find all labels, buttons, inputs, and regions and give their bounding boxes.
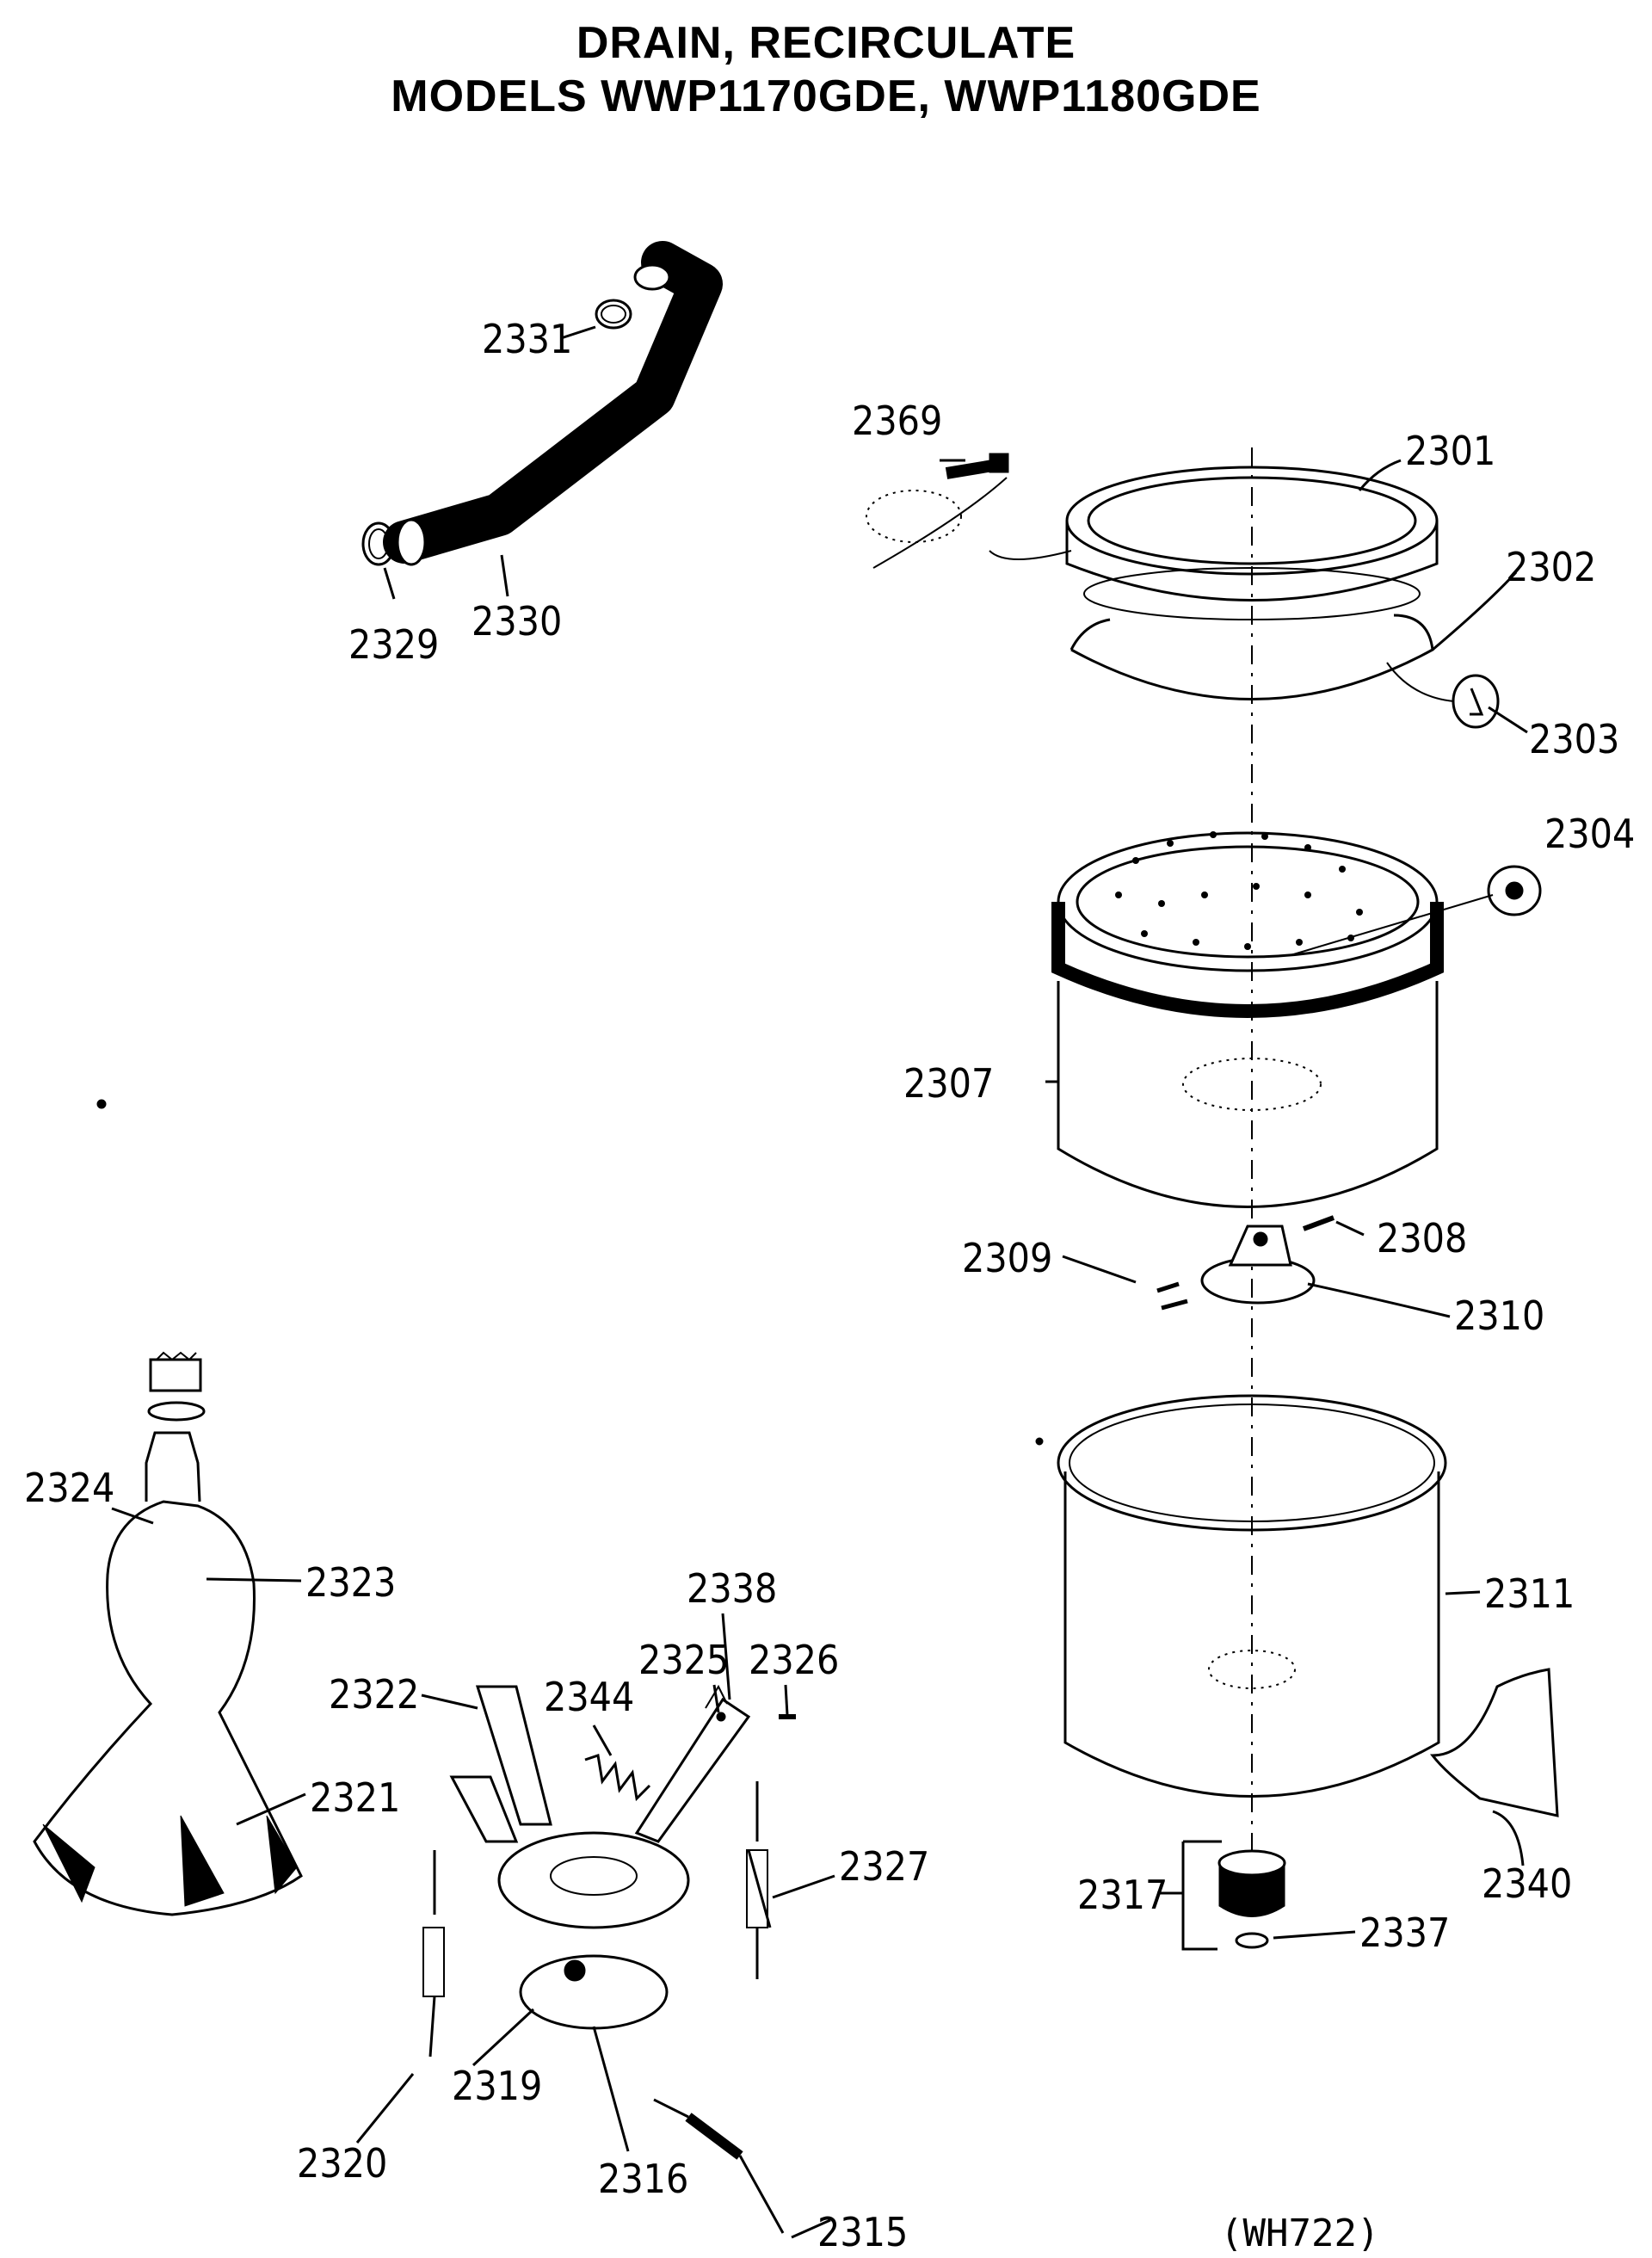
diagram-reference-code: (WH722): [1220, 2212, 1379, 2255]
callout-2311: 2311: [1484, 1570, 1575, 1617]
callout-2303: 2303: [1529, 716, 1619, 762]
spring-2320-part: [422, 1850, 445, 2057]
callout-2337: 2337: [1359, 1909, 1450, 1956]
hose-clamp-2331-part: [595, 299, 632, 330]
scan-mark: [1035, 1437, 1044, 1446]
callout-2309: 2309: [962, 1235, 1052, 1281]
tub-bolt-2369-part: [866, 453, 1009, 543]
leader-lines: [111, 325, 1528, 2239]
splash-shield-2340-part: [1430, 1668, 1559, 1817]
callout-2330: 2330: [472, 598, 562, 645]
callout-2308: 2308: [1377, 1215, 1467, 1262]
callout-2344: 2344: [544, 1674, 634, 1720]
callout-2307: 2307: [903, 1060, 994, 1107]
callout-2316: 2316: [598, 2156, 688, 2202]
callout-2326: 2326: [749, 1637, 839, 1683]
callout-2322: 2322: [329, 1671, 419, 1718]
spring-2344-part: [584, 1754, 651, 1802]
callout-2369: 2369: [852, 398, 942, 444]
brake-bracket-part: [449, 1684, 796, 2030]
callout-2301: 2301: [1405, 428, 1495, 474]
drive-nut-part: [1157, 1840, 1286, 1951]
callout-2302: 2302: [1506, 544, 1596, 590]
outer-tub-part: [1057, 1394, 1447, 1798]
callout-2329: 2329: [348, 621, 439, 668]
hose-clamp-2329-part: [361, 521, 396, 566]
callout-2324: 2324: [24, 1465, 114, 1511]
scan-mark: [96, 1099, 107, 1109]
spring-2327-part: [746, 1781, 772, 1979]
callout-2317: 2317: [1077, 1872, 1168, 1918]
callout-2320: 2320: [297, 2140, 387, 2187]
basket-hub-part: [1156, 1215, 1335, 1311]
callout-2304: 2304: [1544, 811, 1635, 857]
callout-2315: 2315: [817, 2209, 908, 2255]
callout-2327: 2327: [839, 1843, 929, 1890]
callout-2321: 2321: [310, 1774, 400, 1821]
drain-hose-part: [383, 241, 723, 566]
callout-2340: 2340: [1482, 1860, 1572, 1907]
agitator-part: [33, 1351, 303, 1916]
callout-2338: 2338: [687, 1565, 777, 1612]
spring-2315-part: [653, 2098, 785, 2234]
wash-basket-part: [1051, 831, 1542, 1208]
callout-2310: 2310: [1454, 1292, 1544, 1339]
callout-2323: 2323: [305, 1559, 396, 1606]
diagram-title-line-2: MODELS WWP1170GDE, WWP1180GDE: [391, 71, 1261, 121]
callout-2319: 2319: [452, 2063, 542, 2109]
tub-cover-part: [872, 466, 1500, 729]
diagram-title-line-1: DRAIN, RECIRCULATE: [576, 18, 1076, 68]
callout-2331: 2331: [482, 316, 572, 362]
callout-2325: 2325: [638, 1637, 729, 1683]
